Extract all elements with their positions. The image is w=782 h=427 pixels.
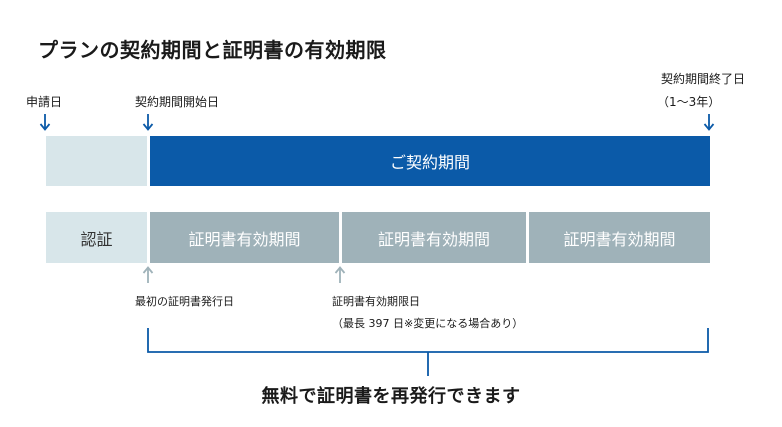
reissue-caption: 無料で証明書を再発行できます xyxy=(261,386,521,407)
application-date-label: 申請日 xyxy=(26,95,63,109)
first-issue-arrow-icon xyxy=(142,266,154,283)
cert-validity-segment-3: 証明書有効期間 xyxy=(529,212,710,263)
cert-validity-segment-1: 証明書有効期間 xyxy=(150,212,339,263)
contract-end-note: （1～3年） xyxy=(657,95,721,109)
contract-start-arrow-icon xyxy=(142,114,154,131)
contract-start-label: 契約期間開始日 xyxy=(135,95,220,109)
pre-contract-segment xyxy=(46,136,147,186)
contract-end-arrow-icon xyxy=(703,114,715,131)
reissue-bracket xyxy=(147,328,709,376)
cert-validity-segment-2: 証明書有効期間 xyxy=(342,212,526,263)
contract-end-label: 契約期間終了日 xyxy=(661,72,746,86)
page-title: プランの契約期間と証明書の有効期限 xyxy=(38,38,387,62)
authentication-segment: 認証 xyxy=(46,212,147,263)
contract-period-bar: ご契約期間 xyxy=(150,136,710,186)
expiry-label: 証明書有効期限日 xyxy=(332,295,420,308)
first-issue-label: 最初の証明書発行日 xyxy=(135,295,234,308)
expiry-arrow-icon xyxy=(334,266,346,283)
expiry-note: （最長 397 日※変更になる場合あり） xyxy=(332,317,524,330)
application-date-arrow-icon xyxy=(39,114,51,131)
